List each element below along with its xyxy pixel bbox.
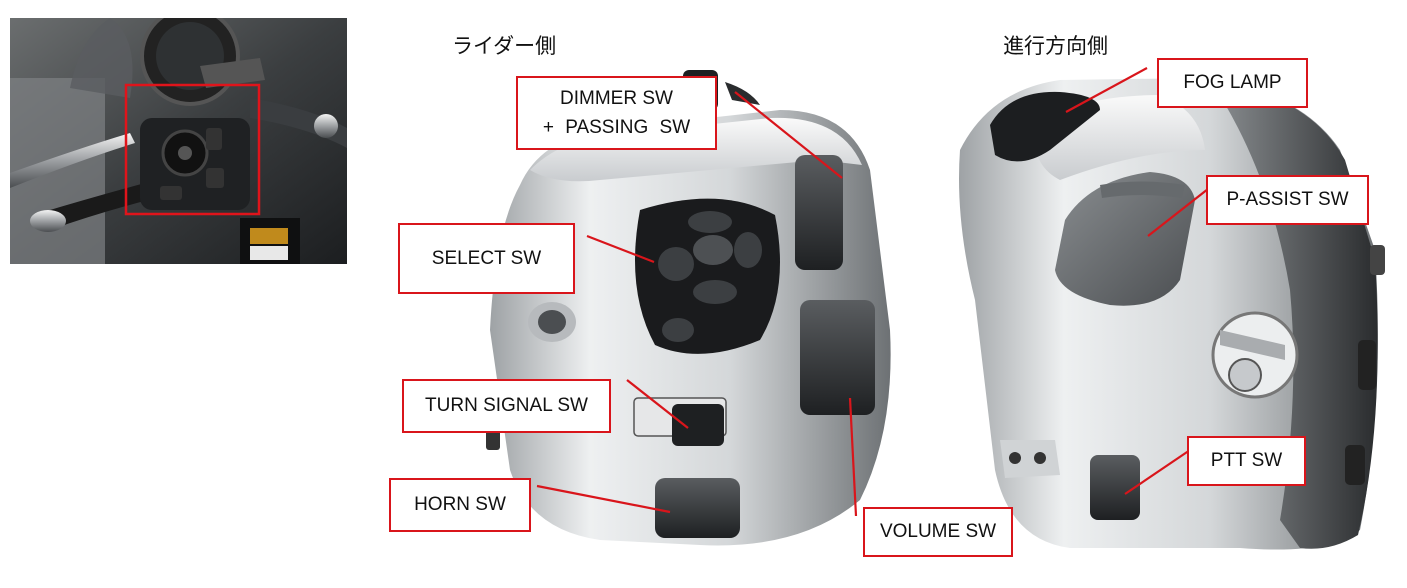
passing-sw-label: + PASSING SW (542, 117, 691, 138)
leader-line-turn-signal (626, 379, 689, 429)
passing-switch (795, 155, 843, 270)
leader-line-select (586, 234, 655, 264)
handlebar-photo-art (10, 18, 347, 264)
forward-side-housing (959, 78, 1385, 550)
turn-signal-sw-callout: TURN SIGNAL SW (402, 379, 611, 433)
leader-line-volume (848, 397, 858, 517)
leader-line-ptt (1124, 447, 1194, 495)
fog-lamp-callout: FOG LAMP (1157, 58, 1308, 108)
select-sw-callout: SELECT SW (398, 223, 575, 294)
p-assist-sw-callout: P-ASSIST SW (1206, 175, 1369, 225)
ptt-sw-callout: PTT SW (1187, 436, 1306, 486)
volume-sw-callout: VOLUME SW (863, 507, 1013, 557)
horn-sw-callout: HORN SW (389, 478, 531, 532)
dimmer-passing-callout: DIMMER SW + PASSING SW (516, 76, 717, 150)
turn-signal-switch (672, 404, 724, 446)
rider-side-heading: ライダー側 (452, 34, 557, 58)
ptt-switch (1090, 455, 1140, 520)
p-assist-switch (1055, 172, 1195, 306)
forward-side-heading: 進行方向側 (1003, 34, 1108, 58)
dimmer-sw-label: DIMMER SW (560, 87, 673, 109)
rider-side-housing (486, 70, 891, 546)
leader-line-fog-lamp (1065, 67, 1148, 113)
leader-line-horn (536, 484, 671, 514)
leader-line-dimmer (734, 91, 843, 179)
horn-switch (655, 478, 740, 538)
handlebar-photo (10, 18, 347, 264)
volume-switch (800, 300, 875, 415)
